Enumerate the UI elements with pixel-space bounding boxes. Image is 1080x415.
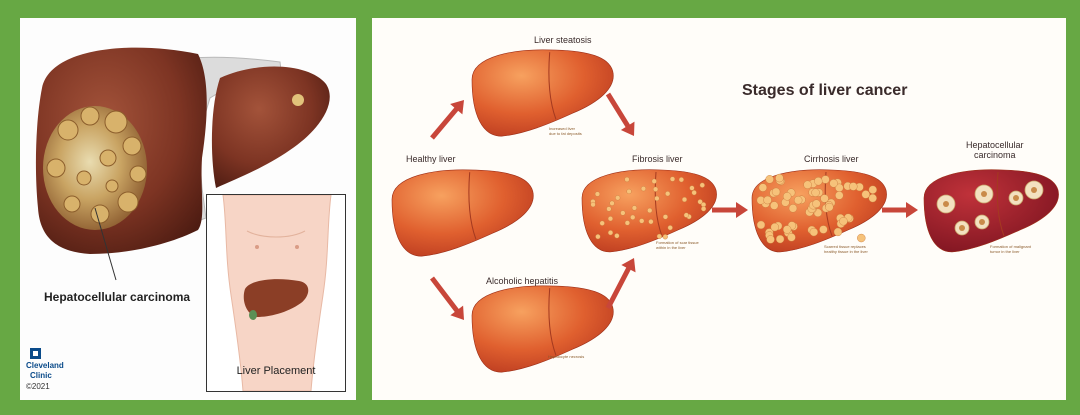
stage-label-cirrhosis: Cirrhosis liver bbox=[804, 154, 859, 164]
liver-healthy bbox=[392, 170, 533, 256]
stage-arrow bbox=[608, 94, 630, 129]
stage-arrow-head bbox=[736, 202, 748, 218]
liver-steatosis bbox=[472, 50, 613, 136]
small-nodule bbox=[292, 94, 304, 106]
stage-label-healthy: Healthy liver bbox=[406, 154, 456, 164]
tumor-label: Hepatocellular carcinoma bbox=[44, 290, 190, 304]
stages-diagram bbox=[372, 18, 1066, 400]
stage-caption-fibrosis: Formation of scar tissue within in the l… bbox=[656, 240, 699, 250]
stage-label-steatosis: Liver steatosis bbox=[534, 35, 592, 45]
stage-caption-hcc: Formation of malignant tumor in the live… bbox=[990, 244, 1031, 254]
inset-label: Liver Placement bbox=[207, 365, 345, 377]
brand-line-1: Cleveland bbox=[26, 361, 64, 370]
stage-caption-cirrhosis: Scarred tissue replaces healthy tissue i… bbox=[824, 244, 868, 254]
liver-left-lobe bbox=[212, 67, 330, 188]
diagram-title: Stages of liver cancer bbox=[742, 82, 907, 100]
placement-inset: Liver Placement bbox=[206, 194, 346, 392]
stages-panel: Stages of liver cancer Healthy liver Liv… bbox=[372, 18, 1066, 400]
stage-label-alcoholic: Alcoholic hepatitis bbox=[486, 276, 558, 286]
copyright-text: ©2021 bbox=[26, 382, 50, 391]
stage-arrow bbox=[608, 265, 630, 308]
anatomy-panel: Hepatocellular carcinoma Cleveland Clini… bbox=[20, 18, 356, 400]
stage-label-hcc: Hepatocellular carcinoma bbox=[966, 140, 1024, 160]
stage-arrow bbox=[432, 278, 459, 314]
brand-line-2: Clinic bbox=[30, 371, 52, 380]
torso-illustration bbox=[207, 195, 345, 391]
stage-arrow bbox=[432, 106, 459, 138]
liver-cirrhosis bbox=[752, 170, 887, 252]
stage-caption-alcoholic: Hepatocyte necrosis bbox=[548, 354, 584, 359]
stage-arrow-head bbox=[906, 202, 918, 218]
stage-label-fibrosis: Fibrosis liver bbox=[632, 154, 683, 164]
liver-hcc bbox=[924, 170, 1059, 252]
stage-caption-steatosis: Increased liver due to fat deposits bbox=[549, 126, 582, 136]
liver-alcoholic bbox=[472, 286, 613, 372]
